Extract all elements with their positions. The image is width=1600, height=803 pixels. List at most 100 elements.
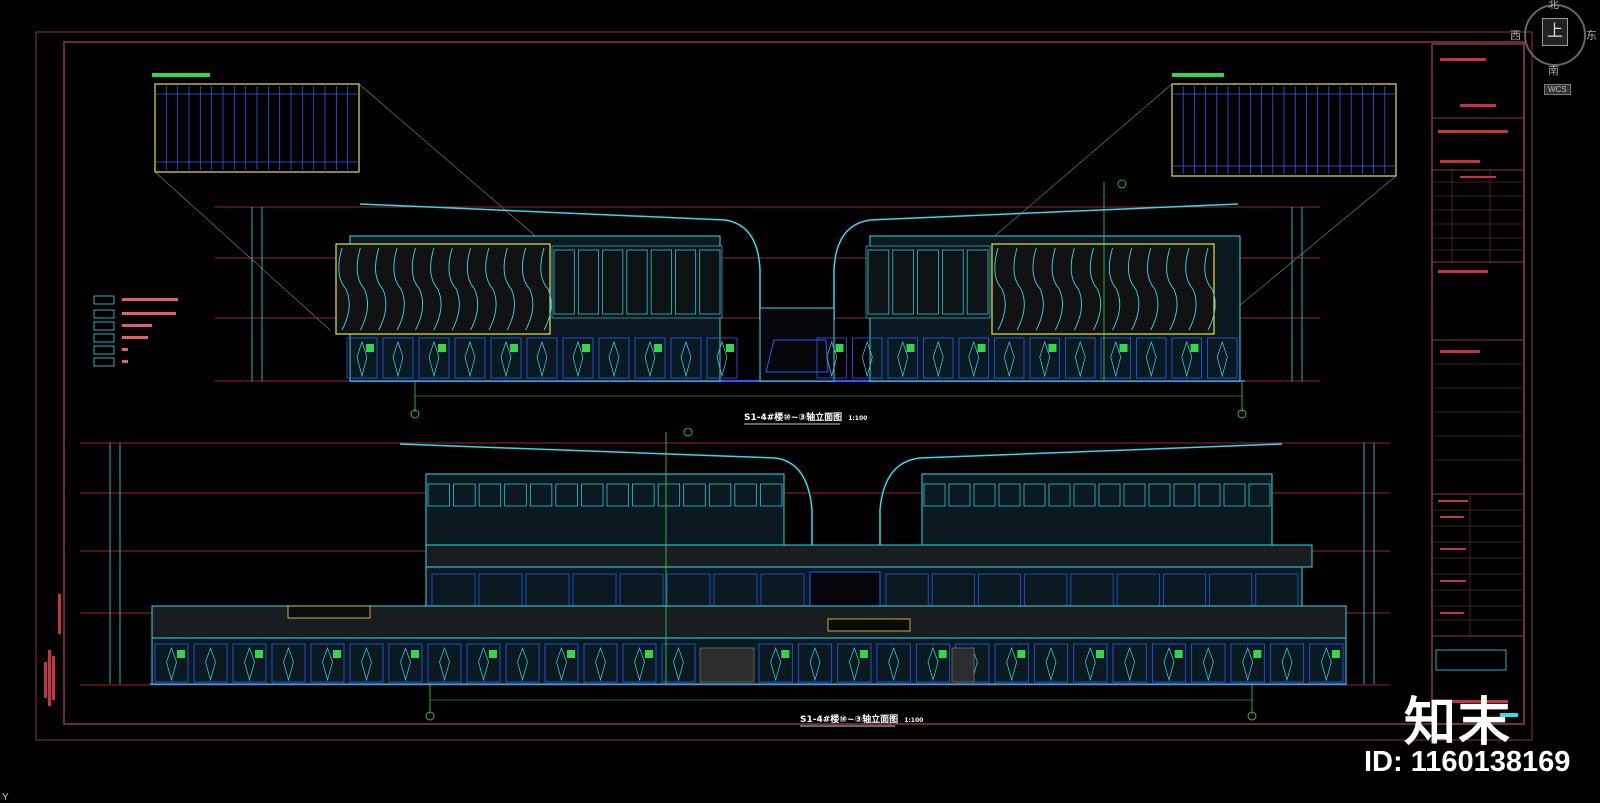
shop-front	[418, 337, 450, 379]
window-frame	[1123, 483, 1146, 507]
ucs-axis-icon: Y	[2, 792, 9, 803]
facade-fin	[540, 247, 552, 331]
door-glass	[428, 340, 440, 378]
top-view-title-text: S1-4#楼⑩~③轴立面图	[744, 413, 843, 423]
door-glass	[968, 340, 980, 378]
exit-sign	[1190, 344, 1199, 352]
compass-south-label[interactable]: 南	[1548, 64, 1559, 77]
door-glass	[322, 646, 333, 682]
window-frame	[553, 249, 575, 315]
door-glass	[392, 340, 404, 378]
window-frame	[606, 483, 629, 507]
door-glass	[1145, 340, 1157, 378]
shop-front	[454, 337, 486, 379]
watermark-logo: 知末	[1404, 693, 1513, 753]
shop-front	[706, 337, 738, 379]
door-glass	[770, 646, 782, 682]
shop-front	[994, 643, 1029, 683]
exit-sign	[510, 344, 518, 352]
door-glass	[861, 340, 873, 378]
exit-sign	[333, 650, 341, 658]
top-elevation	[215, 179, 1320, 419]
door-glass	[464, 340, 476, 378]
door-glass	[644, 340, 656, 378]
door-glass	[205, 646, 216, 682]
door-glass	[1074, 340, 1086, 378]
facade-fin	[466, 247, 479, 331]
compass-ring[interactable]	[1524, 4, 1586, 66]
compass-north-label[interactable]: 北	[1548, 0, 1559, 11]
window-frame	[942, 249, 964, 315]
door-glass	[572, 340, 584, 378]
shop-front	[193, 643, 228, 683]
bottom-view-title: S1-4#楼⑩~③轴立面图 1:100	[800, 712, 923, 725]
facade-fin	[411, 247, 424, 331]
door-glass	[400, 646, 411, 682]
shop-front	[427, 643, 462, 683]
door-glass	[809, 646, 821, 682]
door-glass	[1045, 646, 1057, 682]
shop-front	[598, 337, 630, 379]
exit-sign	[567, 650, 575, 658]
shop-front	[1136, 337, 1167, 379]
facade-fin	[485, 247, 497, 331]
facade-fin	[430, 247, 442, 331]
door-glass	[1242, 646, 1254, 682]
shop-front	[661, 643, 696, 683]
shop-front	[1230, 643, 1265, 683]
door-glass	[680, 340, 692, 378]
top-view-scale: 1:100	[848, 415, 868, 422]
shop-front	[634, 337, 666, 379]
facade-fin	[1108, 247, 1121, 331]
shop-front	[1073, 643, 1108, 683]
window-frame	[650, 249, 672, 315]
exit-sign	[726, 344, 734, 352]
exit-sign	[1017, 650, 1026, 658]
door-glass	[673, 646, 684, 682]
door-glass	[1084, 646, 1096, 682]
shop-front	[583, 643, 618, 683]
facade-fin	[448, 247, 460, 331]
viewcube-compass[interactable]: 北 西 东 南 上 WCS	[1508, 0, 1600, 100]
shop-front	[876, 643, 911, 683]
window-frame	[966, 249, 989, 315]
door-glass	[1320, 646, 1332, 682]
door-glass	[927, 646, 939, 682]
facade-fin	[994, 247, 1006, 331]
door-glass	[1006, 646, 1018, 682]
window-frame	[504, 483, 527, 507]
facade-fin	[1185, 247, 1197, 331]
door-glass	[244, 646, 255, 682]
facade-fin	[1128, 247, 1140, 331]
shop-front	[670, 337, 702, 379]
shop-front	[490, 337, 522, 379]
viewcube-top-face[interactable]: 上	[1542, 18, 1568, 46]
shop-front	[758, 643, 793, 683]
door-glass	[1039, 340, 1051, 378]
shop-front	[544, 643, 579, 683]
wcs-menu-button[interactable]: WCS	[1544, 84, 1571, 95]
facade-fin	[521, 247, 534, 331]
shop-front	[346, 337, 378, 379]
window-frame	[453, 483, 476, 507]
sheet-outer-frame	[35, 31, 1533, 741]
window-frame	[1098, 483, 1121, 507]
window-frame	[867, 249, 890, 315]
exit-sign	[1174, 650, 1183, 658]
detail-box-right	[989, 73, 1397, 331]
door-glass	[1003, 340, 1015, 378]
left-red-marks	[44, 594, 61, 706]
shop-front	[1269, 643, 1305, 683]
window-frame	[699, 249, 721, 315]
compass-east-label[interactable]: 东	[1586, 29, 1597, 42]
bottom-view-title-text: S1-4#楼⑩~③轴立面图	[800, 715, 899, 725]
window-frame	[1073, 483, 1096, 507]
exit-sign	[255, 650, 263, 658]
window-frame	[602, 249, 624, 315]
window-frame	[1173, 483, 1196, 507]
shop-front	[1112, 643, 1147, 683]
compass-west-label[interactable]: 西	[1510, 29, 1521, 42]
window-frame	[1148, 483, 1171, 507]
shop-front	[310, 643, 345, 683]
